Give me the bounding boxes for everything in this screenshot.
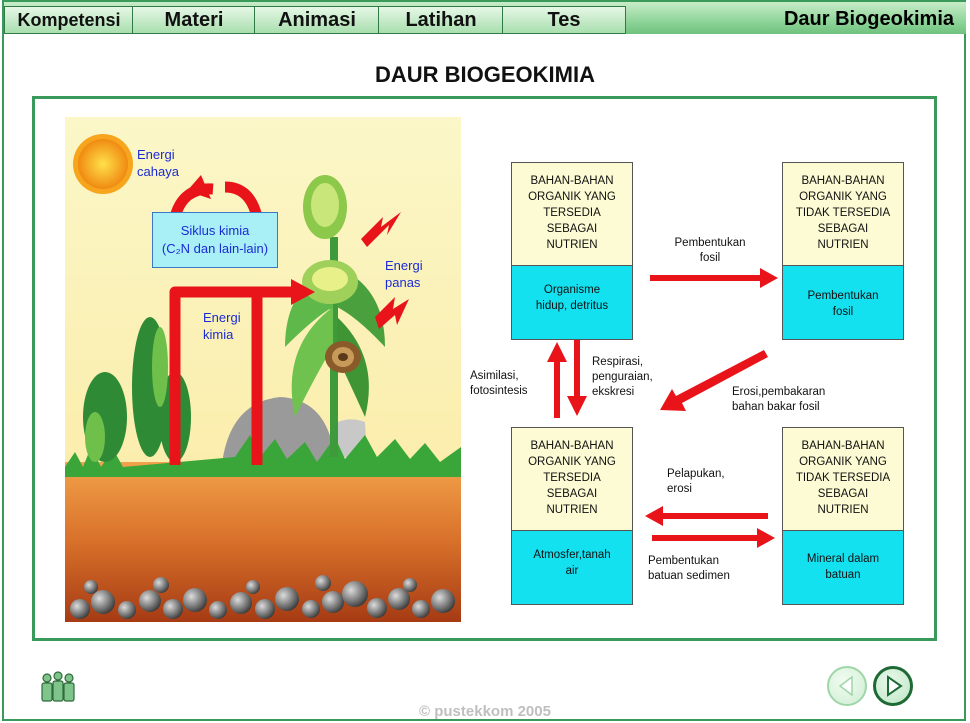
ecosystem-scene	[65, 117, 461, 622]
previous-button[interactable]	[827, 666, 867, 706]
next-button[interactable]	[873, 666, 913, 706]
tab-tes[interactable]: Tes	[502, 6, 626, 34]
app-title: Daur Biogeokimia	[783, 8, 954, 30]
label-asimilasi: Asimilasi,fotosintesis	[470, 370, 528, 397]
sun-icon	[73, 134, 133, 194]
label-pelapukan: Pelapukan,erosi	[667, 468, 725, 495]
content-panel	[32, 96, 937, 641]
siklus-kimia-box: Siklus kimia(C₂N dan lain-lain)	[152, 212, 278, 268]
arrow-left-icon	[838, 675, 853, 697]
people-icon[interactable]	[40, 670, 76, 704]
label-respirasi: Respirasi,penguraian,ekskresi	[592, 356, 653, 398]
tab-kompetensi[interactable]: Kompetensi	[4, 6, 134, 34]
tab-materi[interactable]: Materi	[132, 6, 256, 34]
top-navigation-bar: Kompetensi Materi Animasi Latihan Tes Da…	[4, 2, 966, 34]
copyright-text: © pustekkom 2005	[419, 703, 551, 720]
snail-icon	[325, 341, 361, 373]
arrow-right-icon	[887, 675, 903, 697]
page-title: DAUR BIOGEOKIMIA	[375, 62, 595, 87]
